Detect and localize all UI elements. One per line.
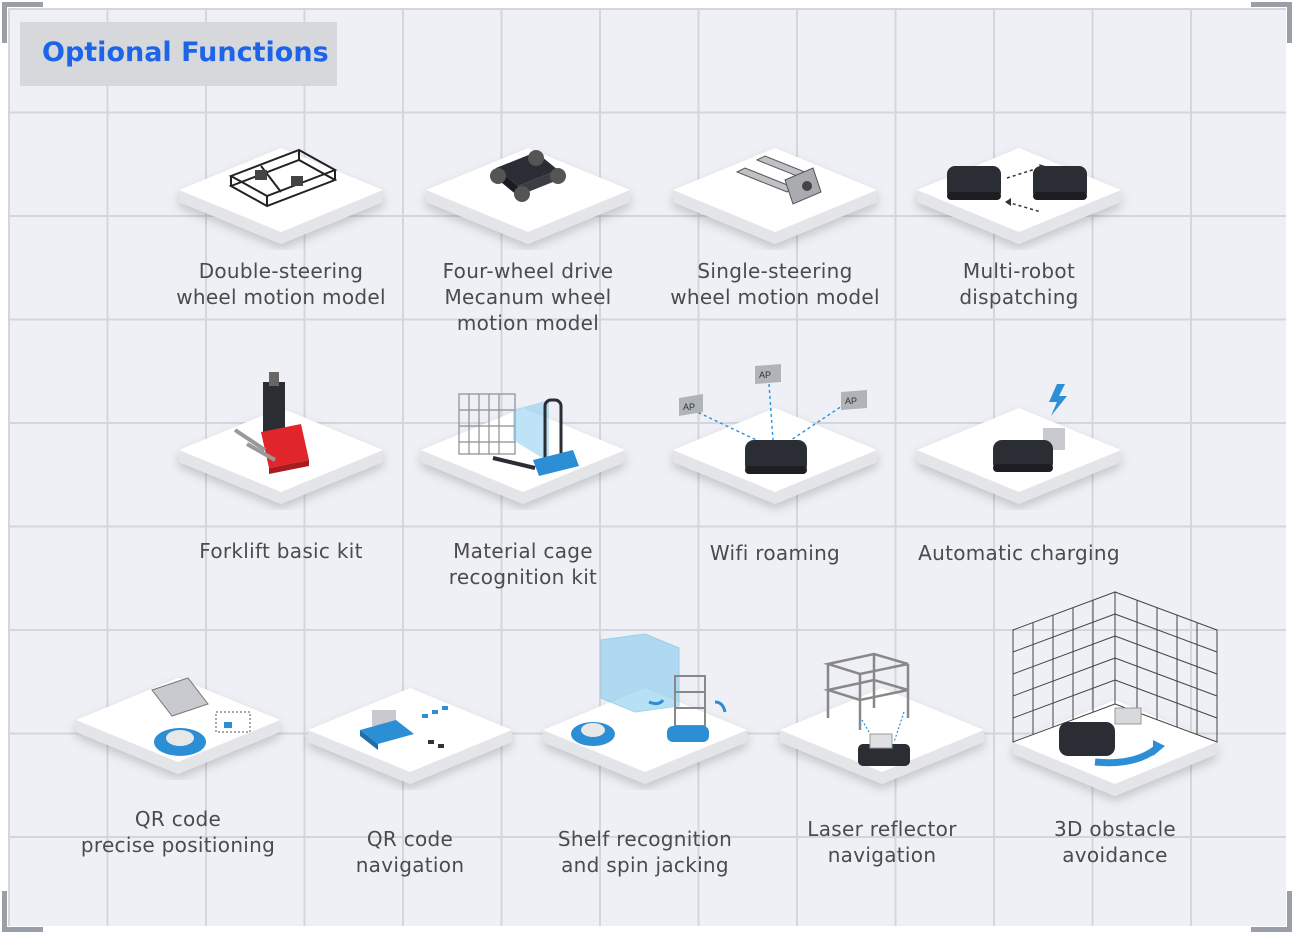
feature-item-charging: Automatic charging (889, 380, 1149, 630)
forklift-icon (179, 372, 383, 504)
shelf-jacking-icon (543, 633, 747, 784)
feature-item-qr-navigation: QR code navigation (280, 680, 540, 930)
access-point-icon: AP (679, 394, 703, 416)
feature-item-multi-robot: Multi-robot dispatching (889, 140, 1149, 390)
corner-bracket (1251, 891, 1292, 932)
corner-bracket (1251, 2, 1292, 43)
title-panel: Optional Functions (20, 22, 337, 86)
feature-label: Material cage recognition kit (448, 539, 598, 589)
feature-label: Shelf recognition and spin jacking (557, 827, 733, 877)
svg-text:AP: AP (845, 396, 857, 406)
feature-label: 3D obstacle avoidance (1053, 817, 1177, 867)
feature-item-single-steering: Single-steering wheel motion model (645, 140, 905, 390)
feature-item-laser-reflector: Laser reflector navigation (752, 650, 1012, 900)
single-steering-fork-icon (673, 148, 877, 244)
qr-navigation-icon (308, 688, 512, 784)
feature-label: Four-wheel drive Mecanum wheel motion mo… (442, 259, 614, 335)
feature-label: Automatic charging (918, 541, 1120, 565)
svg-text:AP: AP (759, 370, 771, 380)
feature-label: Multi-robot dispatching (959, 259, 1079, 309)
feature-item-mecanum: Four-wheel drive Mecanum wheel motion mo… (398, 140, 658, 390)
feature-label: Laser reflector navigation (807, 817, 957, 867)
multi-robot-icon (917, 148, 1121, 244)
feature-label: QR code precise positioning (80, 807, 276, 857)
feature-item-double-steering: Double-steering wheel motion model (151, 140, 411, 390)
feature-item-qr-positioning: QR code precise positioning (48, 670, 308, 920)
feature-item-shelf-jacking: Shelf recognition and spin jacking (515, 630, 775, 880)
mecanum-wheel-chassis-icon (426, 148, 630, 244)
feature-label: Wifi roaming (709, 541, 841, 565)
feature-item-wifi-roaming: AP AP AP Wifi roaming (645, 360, 905, 610)
material-cage-icon (421, 393, 625, 504)
feature-item-forklift: Forklift basic kit (151, 370, 411, 620)
laser-reflector-icon (780, 652, 984, 784)
feature-label: Single-steering wheel motion model (670, 259, 880, 309)
feature-item-3d-obstacle: 3D obstacle avoidance (985, 590, 1245, 867)
access-point-icon: AP (841, 390, 867, 410)
feature-label: QR code navigation (355, 827, 465, 877)
wifi-roaming-icon: AP AP AP (673, 364, 877, 504)
double-steering-chassis-icon (179, 148, 383, 244)
obstacle-3d-icon (1012, 591, 1218, 796)
corner-bracket (2, 891, 43, 932)
charging-icon (917, 384, 1121, 504)
qr-positioning-icon (76, 677, 280, 774)
page-title: Optional Functions (42, 37, 329, 68)
feature-item-material-cage: Material cage recognition kit (393, 370, 653, 620)
feature-label: Forklift basic kit (199, 539, 363, 563)
svg-text:AP: AP (683, 402, 695, 412)
corner-bracket (2, 2, 43, 43)
access-point-icon: AP (755, 364, 781, 384)
feature-label: Double-steering wheel motion model (176, 259, 386, 309)
